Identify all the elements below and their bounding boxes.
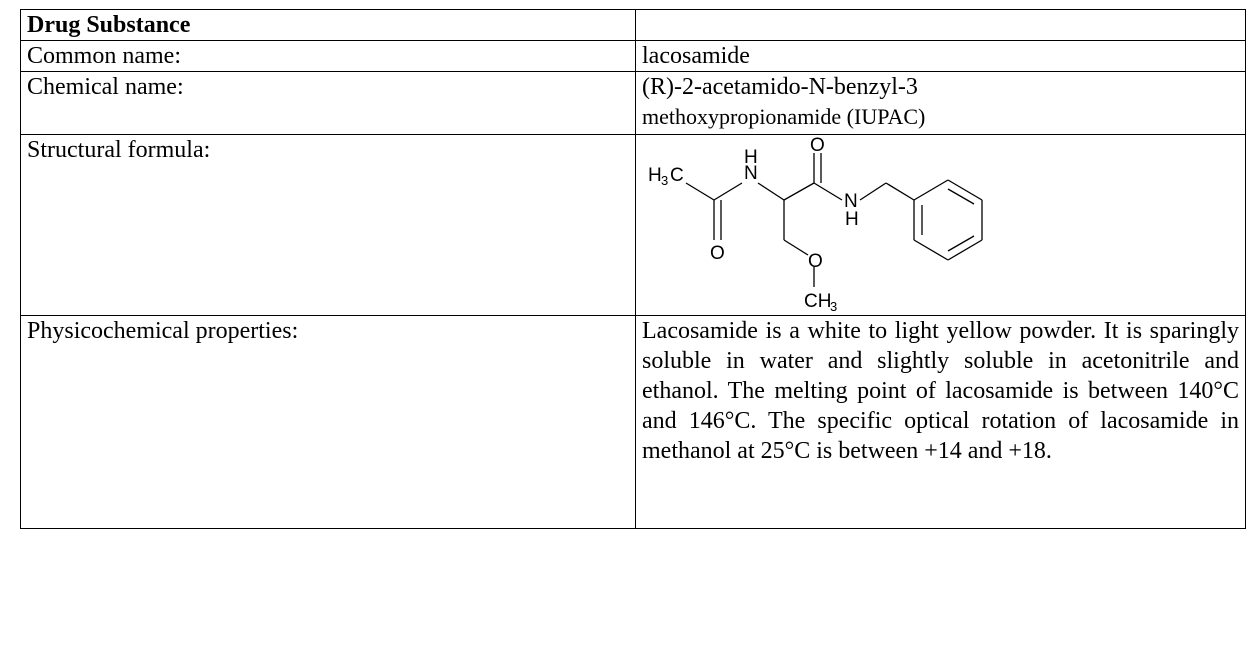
molecule-bonds [685, 153, 983, 287]
atom-h3c-h: H [648, 165, 662, 186]
common-name-label: Common name: [20, 40, 636, 72]
drug-substance-table: Drug Substance Common name: lacosamide C… [20, 9, 1246, 529]
table-header-row: Drug Substance [20, 9, 1246, 41]
atom-methoxy-ch: CH [804, 291, 831, 312]
physicochemical-value: Lacosamide is a white to light yellow po… [635, 315, 1246, 529]
atom-left-h: H [744, 147, 758, 168]
atom-right-n: N [844, 191, 858, 212]
table-row-common-name: Common name: lacosamide [20, 40, 1246, 72]
atom-h3c-sub: 3 [661, 173, 668, 188]
structural-formula-label: Structural formula: [20, 134, 636, 316]
structural-formula-image: H 3 C N H O O N H O CH 3 [648, 137, 983, 313]
table-row-structural-formula: Structural formula: [20, 134, 1246, 316]
table-header-label: Drug Substance [20, 9, 636, 41]
atom-amide-o: O [810, 137, 825, 156]
atom-acetyl-o: O [710, 243, 725, 264]
table-row-chemical-name: Chemical name: (R)-2-acetamido-N-benzyl-… [20, 71, 1246, 135]
atom-right-h: H [845, 209, 859, 230]
physicochemical-label: Physicochemical properties: [20, 315, 636, 529]
structural-formula-cell: H 3 C N H O O N H O CH 3 [635, 134, 1246, 316]
atom-left-n: N [744, 163, 758, 184]
table-row-physicochemical: Physicochemical properties: Lacosamide i… [20, 315, 1246, 529]
chemical-name-line-2: methoxypropionamide (IUPAC) [642, 104, 926, 129]
chemical-name-label: Chemical name: [20, 71, 636, 135]
chemical-name-line-1: (R)-2-acetamido-N-benzyl-3 [642, 74, 918, 100]
atom-methoxy-sub: 3 [830, 299, 837, 313]
common-name-value: lacosamide [635, 40, 1246, 72]
chemical-name-value: (R)-2-acetamido-N-benzyl-3 methoxypropio… [635, 71, 1246, 135]
table-header-value [635, 9, 1246, 41]
atom-h3c-c: C [670, 165, 684, 186]
atom-ether-o: O [808, 251, 823, 272]
